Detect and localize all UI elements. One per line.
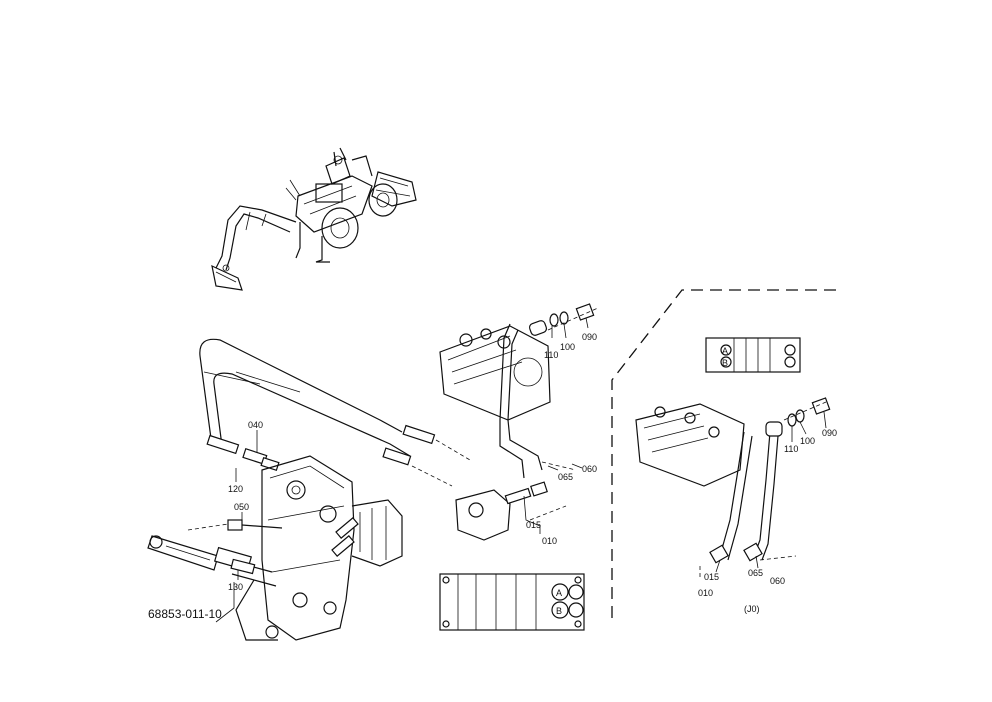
part-label-100-left: 100 xyxy=(560,342,575,352)
part-label-065-right: 065 xyxy=(748,568,763,578)
port-a-label-j0: A xyxy=(722,346,728,356)
part-label-110-right: 110 xyxy=(784,444,798,454)
valve-block-bottom xyxy=(439,573,585,631)
part-label-110-left: 110 xyxy=(544,350,558,360)
figure-code: 68853-011-10 xyxy=(148,607,222,621)
part-label-050: 050 xyxy=(234,502,249,512)
part-label-130: 130 xyxy=(228,582,243,592)
variant-label: (J0) xyxy=(744,604,760,614)
part-label-090-left: 090 xyxy=(582,332,597,342)
part-label-090-right: 090 xyxy=(822,428,837,438)
port-a-label: A xyxy=(556,588,562,598)
part-label-040: 040 xyxy=(248,420,263,430)
part-label-060-right: 060 xyxy=(770,576,785,586)
valve-bank-j0 xyxy=(635,397,831,580)
part-label-010-left: 010 xyxy=(542,536,557,546)
valve-block-j0-top xyxy=(705,337,801,373)
part-label-015-right: 015 xyxy=(704,572,719,582)
backhoe-tractor-illustration xyxy=(211,147,417,291)
leader-lines xyxy=(235,317,827,580)
part-label-010-right: 010 xyxy=(698,588,713,598)
part-label-060-left: 060 xyxy=(582,464,597,474)
hose-loop-assembly xyxy=(199,338,471,487)
part-label-120: 120 xyxy=(228,484,243,494)
port-b-label: B xyxy=(556,606,562,616)
variant-boundary xyxy=(611,289,836,622)
control-valve-body xyxy=(235,455,403,641)
part-label-100-right: 100 xyxy=(800,436,815,446)
part-label-065-left: 065 xyxy=(558,472,573,482)
part-label-015-left: 015 xyxy=(526,520,541,530)
actuator-cylinder xyxy=(147,519,283,623)
port-b-label-j0: B xyxy=(722,358,728,368)
valve-bank-middle xyxy=(439,303,599,541)
